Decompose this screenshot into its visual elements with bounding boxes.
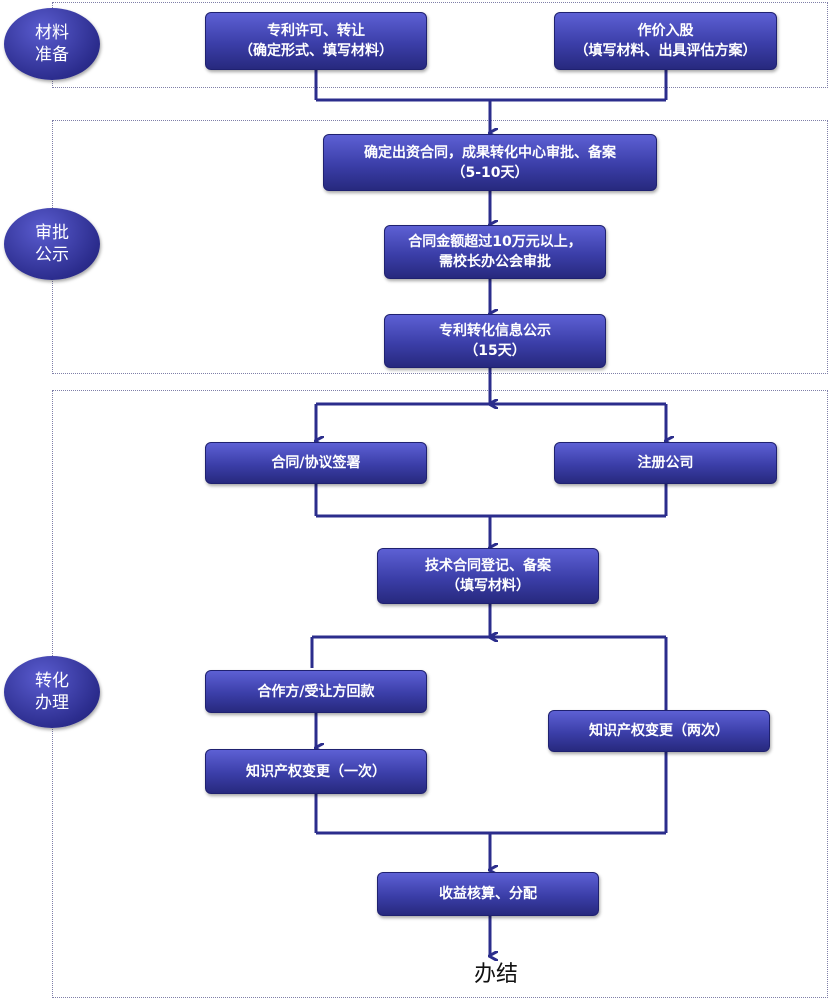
box-sign-agreement: 合同/协议签署 (205, 442, 427, 484)
box-ip-change-twice: 知识产权变更（两次） (548, 710, 770, 752)
box-contract-approval: 确定出资合同，成果转化中心审批、备案 （5-10天） (323, 134, 657, 191)
box-ip-once-line1: 知识产权变更（一次） (246, 763, 386, 780)
box-register-line1: 注册公司 (637, 455, 694, 471)
box-president-review-line2: 需校长办公会审批 (439, 254, 551, 270)
box-license-transfer: 专利许可、转让 （确定形式、填写材料） (205, 12, 427, 70)
box-license-line2: （确定形式、填写材料） (239, 43, 393, 59)
box-equity: 作价入股 （填写材料、出具评估方案） (554, 12, 777, 70)
stage-approval-line2: 公示 (35, 245, 69, 265)
box-sign-line1: 合同/协议签署 (271, 455, 361, 471)
box-contract-approval-line1: 确定出资合同，成果转化中心审批、备案 (364, 144, 616, 161)
box-license-line1: 专利许可、转让 (267, 23, 365, 39)
box-payment: 合作方/受让方回款 (205, 670, 427, 713)
box-president-review: 合同金额超过10万元以上， 需校长办公会审批 (384, 225, 606, 279)
stage-prep-line2: 准备 (35, 45, 69, 65)
box-register-company: 注册公司 (554, 442, 777, 484)
box-ip-twice-line1: 知识产权变更（两次） (589, 723, 729, 739)
box-tech-contract-line1: 技术合同登记、备案 (425, 558, 551, 574)
stage-approval: 审批 公示 (4, 208, 100, 280)
box-income-line1: 收益核算、分配 (439, 886, 537, 902)
stage-prep: 材料 准备 (4, 8, 100, 80)
stage-transfer: 转化 办理 (4, 656, 100, 728)
box-publicity: 专利转化信息公示 （15天） (384, 314, 606, 368)
box-president-review-line1: 合同金额超过10万元以上， (408, 234, 582, 250)
box-equity-line2: （填写材料、出具评估方案） (574, 43, 757, 59)
end-label: 办结 (473, 962, 518, 987)
box-tech-contract: 技术合同登记、备案 （填写材料） (377, 548, 599, 604)
box-tech-contract-line2: （填写材料） (446, 578, 530, 594)
box-payment-line1: 合作方/受让方回款 (257, 683, 375, 700)
box-ip-change-once: 知识产权变更（一次） (205, 749, 427, 794)
box-income-distribution: 收益核算、分配 (377, 872, 599, 916)
box-equity-line1: 作价入股 (637, 23, 694, 39)
stage-approval-line1: 审批 (35, 223, 69, 243)
stage-prep-line1: 材料 (35, 23, 69, 43)
box-publicity-line1: 专利转化信息公示 (439, 323, 551, 339)
stage-transfer-line2: 办理 (35, 693, 69, 713)
box-contract-approval-line2: （5-10天） (451, 164, 529, 181)
box-publicity-line2: （15天） (464, 343, 526, 359)
stage-transfer-line1: 转化 (35, 671, 69, 691)
